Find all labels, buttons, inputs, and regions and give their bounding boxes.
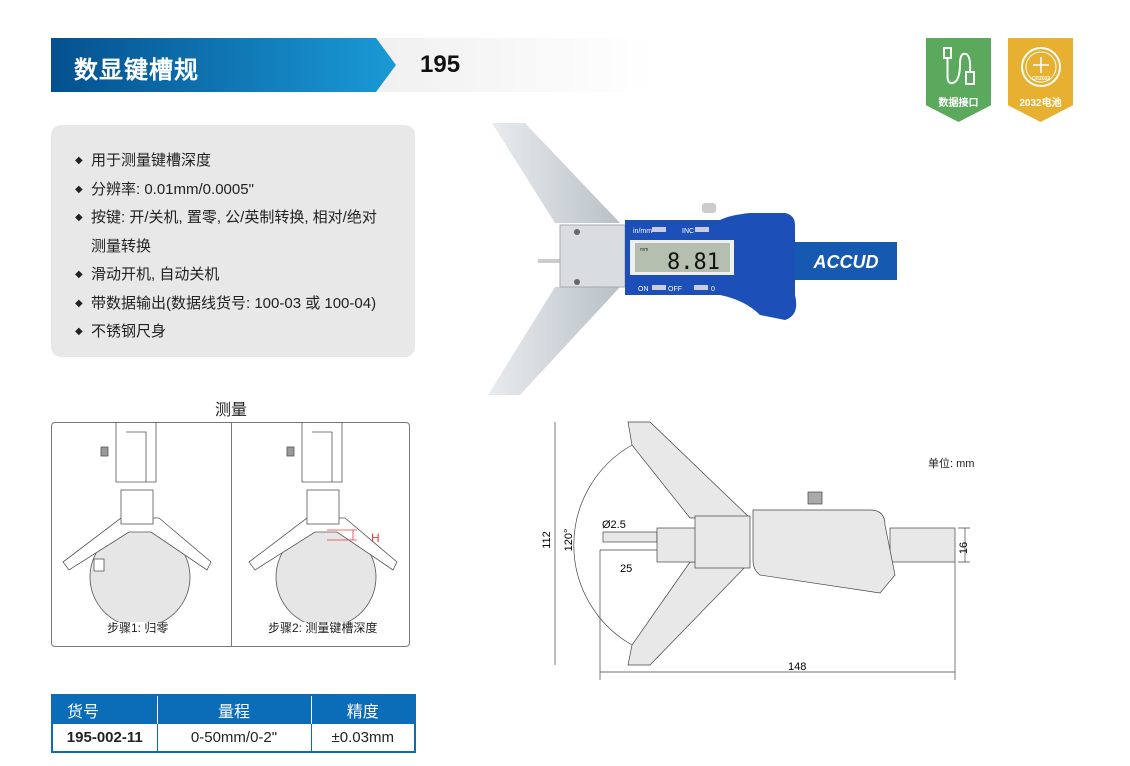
unit-label: 单位: mm	[928, 458, 975, 470]
dim-length: 148	[788, 661, 806, 673]
inc-button-label: INC	[682, 228, 694, 235]
on-off-button	[652, 285, 666, 290]
usb-cable-icon	[943, 47, 975, 85]
table-header-row: 货号 量程 精度	[51, 695, 415, 724]
badge-label: 2032电池	[1019, 98, 1062, 109]
step2-illustration	[248, 422, 398, 622]
feature-item: 用于测量键槽深度	[75, 147, 415, 176]
measure-panel	[51, 422, 410, 647]
dim-width: 16	[958, 542, 970, 554]
battery-icon-text: CR2032	[1032, 76, 1051, 82]
step1-caption: 步骤1: 归零	[107, 621, 169, 635]
feature-item-continued: 测量转换	[91, 237, 152, 255]
battery-badge: CR2032 2032电池	[1008, 38, 1073, 122]
cell-item: 195-002-11	[51, 724, 157, 752]
feature-item: 不锈钢尺身	[75, 318, 415, 347]
lcd-unit: mm	[640, 247, 648, 253]
zero-label: 0	[711, 286, 715, 293]
inc-button	[695, 227, 709, 232]
dim-diameter: Ø2.5	[602, 519, 626, 531]
dim-probe-length: 25	[620, 563, 632, 575]
off-label: OFF	[668, 286, 682, 293]
product-photo: ACCUD in/mm INC mm 8.81 ON OFF 0	[488, 123, 897, 395]
step1-illustration	[62, 422, 212, 622]
dim-height: 112	[541, 531, 553, 549]
feature-item: 带数据输出(数据线货号: 100-03 或 100-04)	[75, 290, 415, 319]
measure-illustrations: H	[62, 422, 398, 622]
cell-range: 0-50mm/0-2"	[156, 724, 311, 752]
data-port-badge: 数据接口	[926, 38, 991, 122]
col-header-accuracy: 精度	[310, 695, 415, 724]
table-row: 195-002-11 0-50mm/0-2" ±0.03mm	[51, 724, 415, 752]
cell-accuracy: ±0.03mm	[310, 724, 415, 752]
page-title: 数显键槽规	[74, 57, 199, 84]
dimension-drawing: 112 120° Ø2.5 25 148 16	[541, 421, 970, 680]
in-mm-button-label: in/mm	[633, 228, 652, 235]
col-header-item: 货号	[51, 695, 157, 724]
lcd-reading: 8.81	[667, 250, 720, 275]
feature-item: 分辨率: 0.01mm/0.0005"	[75, 176, 415, 205]
in-mm-button	[652, 227, 666, 232]
on-label: ON	[638, 286, 649, 293]
measure-title: 测量	[214, 402, 247, 419]
feature-item: 按键: 开/关机, 置零, 公/英制转换, 相对/绝对	[75, 204, 415, 233]
spec-table: 货号 量程 精度 195-002-11 0-50mm/0-2" ±0.03mm	[51, 694, 416, 753]
zero-button	[694, 285, 708, 290]
dim-angle: 120°	[563, 529, 575, 552]
header-title-bar	[51, 38, 396, 92]
model-number: 195	[420, 51, 461, 78]
feature-item: 滑动开机, 自动关机	[75, 261, 415, 290]
badge-label: 数据接口	[938, 98, 979, 109]
step2-caption: 步骤2: 测量键槽深度	[268, 621, 378, 635]
divider	[231, 422, 232, 647]
col-header-range: 量程	[156, 695, 311, 724]
feature-list: 用于测量键槽深度 分辨率: 0.01mm/0.0005" 按键: 开/关机, 置…	[51, 125, 415, 357]
battery-icon: CR2032	[1021, 47, 1061, 87]
depth-h-label: H	[371, 531, 380, 545]
brand-logo: ACCUD	[813, 252, 879, 272]
